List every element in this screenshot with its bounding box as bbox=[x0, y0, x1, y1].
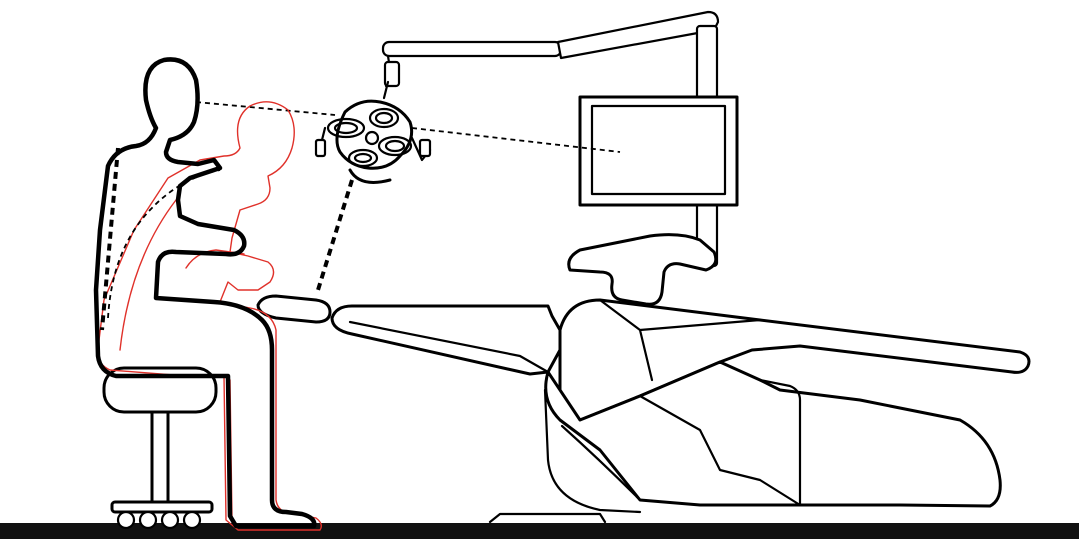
floor-line bbox=[0, 523, 1079, 539]
dental-light bbox=[316, 82, 430, 182]
dentist-stool bbox=[104, 368, 216, 528]
dentist-silhouette bbox=[96, 59, 314, 526]
dental-chair bbox=[258, 235, 1029, 522]
